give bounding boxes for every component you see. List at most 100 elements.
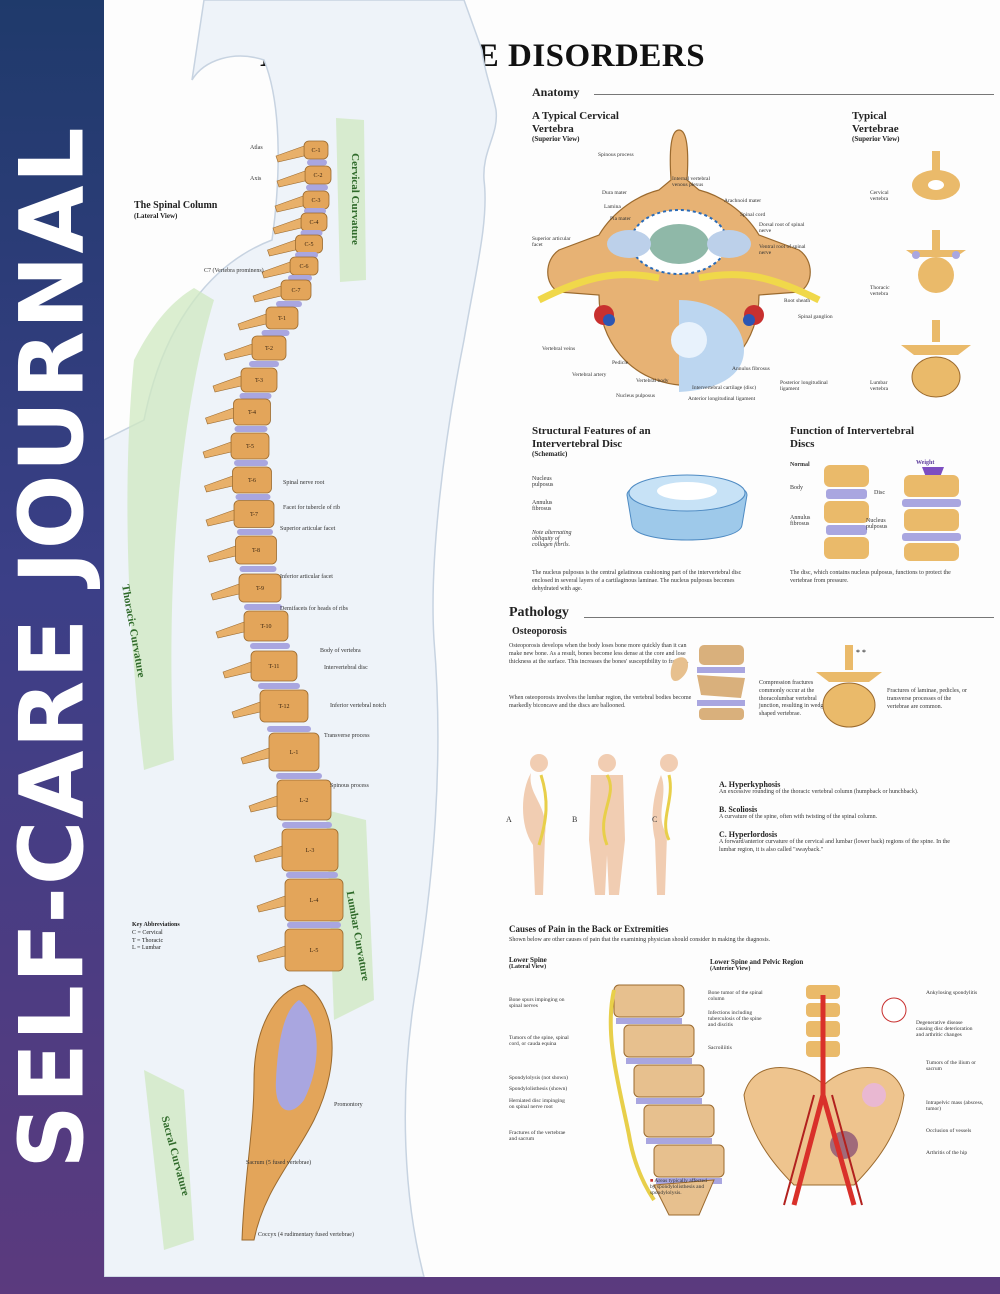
lower-spine-subtitle: (Lateral View)	[509, 964, 547, 971]
vertebra-label: T-10	[260, 624, 271, 630]
condition-title: B. Scoliosis	[719, 804, 758, 814]
osteoporosis-spine-illustration	[670, 645, 745, 720]
pelvic-label: Infections including tuberculosis of the…	[708, 1010, 762, 1028]
posture-figures	[523, 754, 678, 895]
lumbar-vertebra	[653, 1144, 725, 1178]
spinal-column-subtitle: (Lateral View)	[134, 211, 178, 220]
fractures-text: Fractures of laminae, pedicles, or trans…	[887, 688, 967, 710]
cervical-label: Spinal ganglion	[798, 314, 833, 320]
spinous-process	[275, 145, 305, 163]
cervical-label: Spinous process	[598, 152, 634, 158]
spinous-process	[253, 845, 283, 863]
spinous-process	[261, 261, 291, 279]
cervical-title-text: A Typical Cervical Vertebra	[532, 110, 619, 135]
intervertebral-disc	[295, 252, 318, 258]
spine-label: Body of vertebra	[320, 648, 361, 654]
spine-label: Spinous process	[330, 783, 369, 789]
vertebra-label: T-3	[255, 378, 263, 384]
intervertebral-disc	[287, 922, 341, 928]
label-nucleus-pulposus: Nucleus pulposus	[532, 476, 554, 488]
disc-structure-title: Structural Features of an Intervertebral…	[532, 425, 712, 458]
weighted-spine-segment	[902, 467, 961, 561]
cervical-label: Spinal cord	[740, 212, 766, 218]
conditions-list: A. Hyperkyphosis An excessive rounding o…	[719, 780, 964, 855]
causes-intro: Shown below are other causes of pain tha…	[509, 937, 771, 943]
spine-label: Coccyx (4 rudimentary fused vertebrae)	[258, 1232, 354, 1238]
disc-function-caption: The disc, which contains nucleus pulposu…	[790, 570, 951, 584]
label-axis: Axis	[250, 176, 262, 182]
intervertebral-disc	[300, 230, 323, 236]
vertebra-label: T-9	[256, 586, 264, 592]
intervertebral-disc	[306, 184, 328, 191]
key-item: T = Thoracic	[132, 937, 164, 944]
intervertebral-disc	[244, 604, 282, 610]
spine-label: Demifacets for heads of ribs	[280, 606, 348, 612]
intervertebral-disc	[276, 301, 302, 307]
vertebra-label: L-3	[306, 848, 315, 854]
figure-hyperlordosis	[652, 754, 678, 895]
spine-label: Facet for tubercle of rib	[283, 505, 340, 511]
spine-label: Transverse process	[324, 733, 370, 739]
vertebra-label: L-1	[290, 750, 299, 756]
vertebra-label: T-11	[269, 664, 280, 670]
intervertebral-disc	[239, 566, 277, 572]
side-title-band: SELF-CARE JOURNAL	[0, 0, 104, 1294]
osteoporosis-title: Osteoporosis	[512, 626, 567, 637]
sacral-canal	[275, 1000, 317, 1111]
figure-hyperkyphosis	[523, 754, 548, 895]
cervical-label: Pedicle	[612, 360, 629, 366]
cervical-label: Vertebral artery	[572, 372, 607, 378]
spine-label: Sacrum (5 fused vertebrae)	[246, 1160, 312, 1166]
cervical-label: Posterior longitudinal ligament	[780, 380, 828, 392]
spinous-process	[207, 545, 236, 563]
spine-label: Inferior articular facet	[280, 574, 333, 580]
lower-spine-title: Lower Spine (Lateral View)	[509, 956, 547, 971]
cervical-title: A Typical Cervical Vertebra (Superior Vi…	[532, 110, 642, 143]
spinous-process	[276, 170, 306, 188]
compression-fracture-text: Compression fractures commonly occur at …	[759, 680, 828, 718]
thoracic-vertebra-small	[906, 230, 966, 293]
label-disc: Disc	[874, 490, 885, 496]
vertebra-label: T-8	[252, 548, 260, 554]
cervical-label: Intervertebral cartilage (disc)	[692, 385, 757, 391]
intervertebral-disc	[307, 159, 327, 166]
pelvic-title: Lower Spine and Pelvic Region (Anterior …	[710, 958, 803, 973]
lower-spine-title-text: Lower Spine	[509, 956, 547, 964]
lumbar-disc	[636, 1098, 702, 1104]
condition-title: A. Hyperkyphosis	[719, 780, 781, 789]
lumbar-vertebra	[643, 1104, 715, 1138]
label-c7: C7 (Vertebra prominens)	[204, 268, 264, 274]
vertebra-label: T-12	[278, 704, 289, 710]
cervical-label: Dorsal root of spinal nerve	[759, 222, 805, 234]
spinous-process	[256, 945, 286, 963]
intervertebral-disc	[235, 494, 271, 500]
spinous-process	[272, 217, 302, 235]
spinous-process	[248, 795, 278, 813]
anatomy-poster: HUMAN SPINE DISORDERS C-1C-2C-3C-4C-5C-6…	[104, 0, 1000, 1277]
intervertebral-disc	[267, 726, 311, 732]
intervertebral-disc	[286, 872, 338, 878]
spinous-process	[223, 343, 253, 361]
lumbar-vertebra-small	[901, 320, 971, 398]
spinous-process	[215, 621, 245, 639]
anatomy-rule	[594, 94, 994, 95]
cervical-label: Ventral root of spinal nerve	[759, 244, 806, 256]
label-collagen-note: Note alternating obliquity of collagen f…	[532, 530, 572, 548]
label-weight: Weight	[916, 460, 935, 466]
cervical-label: Vertebral body	[636, 378, 669, 384]
spinous-process	[231, 701, 261, 719]
osteoporosis-text-1: Osteoporosis develops when the body lose…	[509, 643, 689, 665]
pathology-rule	[584, 617, 994, 618]
cervical-label: Dura mater	[602, 190, 627, 196]
disc-function-illustration	[824, 465, 961, 561]
vertebra-label: T-6	[248, 478, 256, 484]
intervertebral-disc	[249, 361, 279, 367]
label-annulus-fibrosus: Annulus fibrosus	[532, 500, 553, 512]
lower-spine-label: Fractures of the vertebrae and sacrum	[509, 1130, 566, 1142]
intervertebral-disc-illustration	[626, 474, 748, 541]
intervertebral-disc	[258, 683, 300, 689]
key-title: Key Abbreviations	[132, 922, 180, 928]
lower-spine-label: Herniated disc impinging on spinal nerve…	[509, 1098, 565, 1110]
spinous-process	[212, 375, 242, 393]
vertebra-label: T-7	[250, 512, 258, 518]
